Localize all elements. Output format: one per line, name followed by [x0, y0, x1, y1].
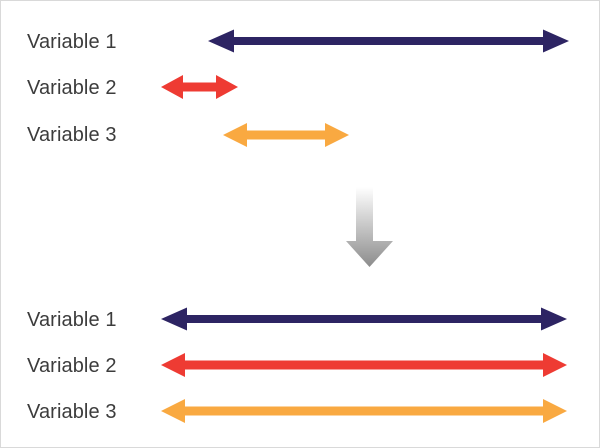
- top-arrow-shape-3: [223, 123, 349, 147]
- top-label-3: Variable 3: [27, 124, 117, 146]
- downward-arrow-shape: [346, 187, 393, 267]
- bottom-arrow-shape-1: [161, 307, 567, 331]
- top-arrow-shape-2: [161, 75, 238, 99]
- top-label-1: Variable 1: [27, 31, 117, 53]
- bottom-arrow-shape-3: [161, 399, 567, 423]
- bottom-label-3: Variable 3: [27, 401, 117, 423]
- bottom-label-1: Variable 1: [27, 309, 117, 331]
- top-arrow-shape-1: [208, 29, 569, 53]
- bottom-label-2: Variable 2: [27, 355, 117, 377]
- top-label-2: Variable 2: [27, 77, 117, 99]
- bottom-arrow-shape-2: [161, 353, 567, 377]
